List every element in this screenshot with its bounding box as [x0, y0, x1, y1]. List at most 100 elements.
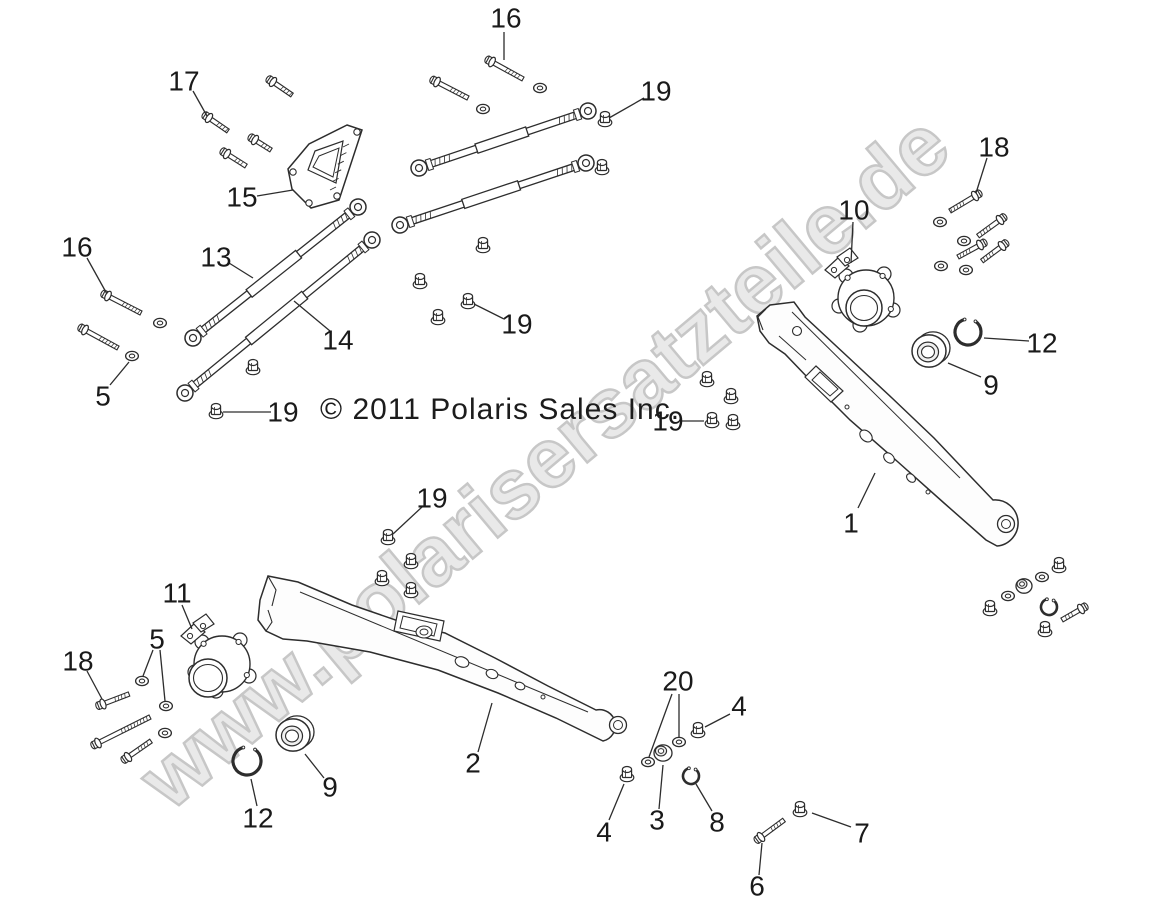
part-flange-nut — [380, 528, 396, 546]
part-flange-nut — [403, 552, 419, 570]
callout-number: 10 — [838, 195, 869, 226]
callout-number: 8 — [709, 807, 725, 838]
part-flange-nut — [475, 236, 491, 254]
part-washer — [532, 82, 548, 94]
part-washer — [475, 103, 491, 115]
part-washer — [956, 235, 972, 247]
callout-number: 12 — [242, 803, 273, 834]
callout-19: 19 — [392, 483, 448, 535]
callout-12: 12 — [983, 328, 1058, 359]
callout-number: 7 — [854, 818, 870, 849]
callout-number: 18 — [62, 646, 93, 677]
callout-number: 19 — [640, 76, 671, 107]
callout-12: 12 — [242, 778, 274, 834]
part-circlip — [1039, 597, 1059, 617]
callout-3: 3 — [649, 764, 665, 836]
part-washer — [640, 756, 656, 768]
part-bolt — [979, 239, 1010, 264]
callout-number: 9 — [983, 370, 999, 401]
callout-20: 20 — [648, 666, 694, 758]
part-bearing — [911, 331, 951, 368]
part-washer — [158, 700, 174, 712]
callout-5: 5 — [142, 624, 166, 702]
part-bearing-carrier — [824, 247, 901, 333]
callout-number: 9 — [322, 772, 338, 803]
part-washer — [152, 317, 168, 329]
part-trailing-arm-right — [756, 301, 1019, 547]
part-bolt — [956, 238, 988, 260]
callout-number: 20 — [662, 666, 693, 697]
part-carrier-bracket — [287, 124, 363, 209]
callout-number: 13 — [200, 242, 231, 273]
part-flange-nut — [597, 110, 613, 128]
part-flange-nut — [690, 721, 706, 739]
part-flange-nut — [208, 402, 224, 420]
callout-number: 5 — [149, 624, 165, 655]
part-flange-nut — [1037, 620, 1053, 638]
part-flange-nut — [619, 765, 635, 783]
part-washer — [1034, 571, 1050, 583]
part-washer — [958, 264, 974, 276]
callout-11: 11 — [162, 578, 193, 630]
part-bolt — [100, 289, 143, 316]
part-bolt — [1060, 602, 1089, 623]
part-linkage-rod — [176, 231, 381, 402]
callout-14: 14 — [293, 300, 354, 356]
part-flange-nut — [374, 569, 390, 587]
part-flange-nut — [412, 272, 428, 290]
part-bolt — [265, 75, 295, 98]
callout-number: 17 — [168, 66, 199, 97]
part-bearing — [275, 715, 315, 752]
part-washer — [157, 727, 173, 739]
callout-18: 18 — [62, 646, 103, 700]
part-linkage-rod — [391, 154, 595, 234]
callout-19: 19 — [473, 303, 533, 340]
part-circlip — [953, 317, 983, 347]
part-linkage-rod — [184, 198, 367, 347]
callout-15: 15 — [226, 182, 294, 213]
callout-19: 19 — [608, 76, 672, 119]
callout-number: 4 — [596, 817, 612, 848]
part-washer — [671, 736, 687, 748]
part-bolt — [95, 691, 131, 711]
callout-number: 2 — [465, 748, 481, 779]
callout-16: 16 — [490, 3, 522, 60]
part-bushing — [1015, 578, 1033, 594]
part-bolt — [77, 323, 120, 351]
part-washer — [1000, 590, 1016, 602]
callout-16: 16 — [61, 232, 108, 295]
part-flange-nut — [792, 800, 808, 818]
callout-number: 19 — [267, 397, 298, 428]
part-flange-nut — [430, 308, 446, 326]
part-bolt — [484, 55, 525, 82]
part-washer — [134, 675, 150, 687]
callout-18: 18 — [975, 132, 1010, 194]
part-flange-nut — [594, 158, 610, 176]
part-linkage-rod — [410, 102, 597, 177]
callout-number: 4 — [731, 691, 747, 722]
part-washer — [933, 260, 949, 272]
part-flange-nut — [245, 358, 261, 376]
part-bolt — [90, 714, 152, 750]
callout-1: 1 — [843, 472, 876, 539]
part-bolt — [429, 75, 470, 101]
callout-number: 16 — [61, 232, 92, 263]
callout-number: 19 — [416, 483, 447, 514]
callout-9: 9 — [947, 362, 999, 401]
callout-number: 14 — [322, 325, 353, 356]
callout-7: 7 — [811, 812, 870, 849]
part-flange-nut — [723, 387, 739, 405]
callout-number: 19 — [501, 309, 532, 340]
part-bolt — [753, 817, 787, 844]
part-flange-nut — [1051, 556, 1067, 574]
part-circlip — [681, 766, 701, 786]
part-bolt — [247, 133, 273, 153]
callout-13: 13 — [200, 242, 254, 279]
part-flange-nut — [982, 599, 998, 617]
part-bolt — [219, 147, 248, 169]
copyright-text: © 2011 Polaris Sales Inc. — [320, 393, 681, 426]
callout-number: 1 — [843, 508, 859, 539]
callout-4: 4 — [596, 783, 625, 848]
callout-4: 4 — [704, 691, 747, 728]
